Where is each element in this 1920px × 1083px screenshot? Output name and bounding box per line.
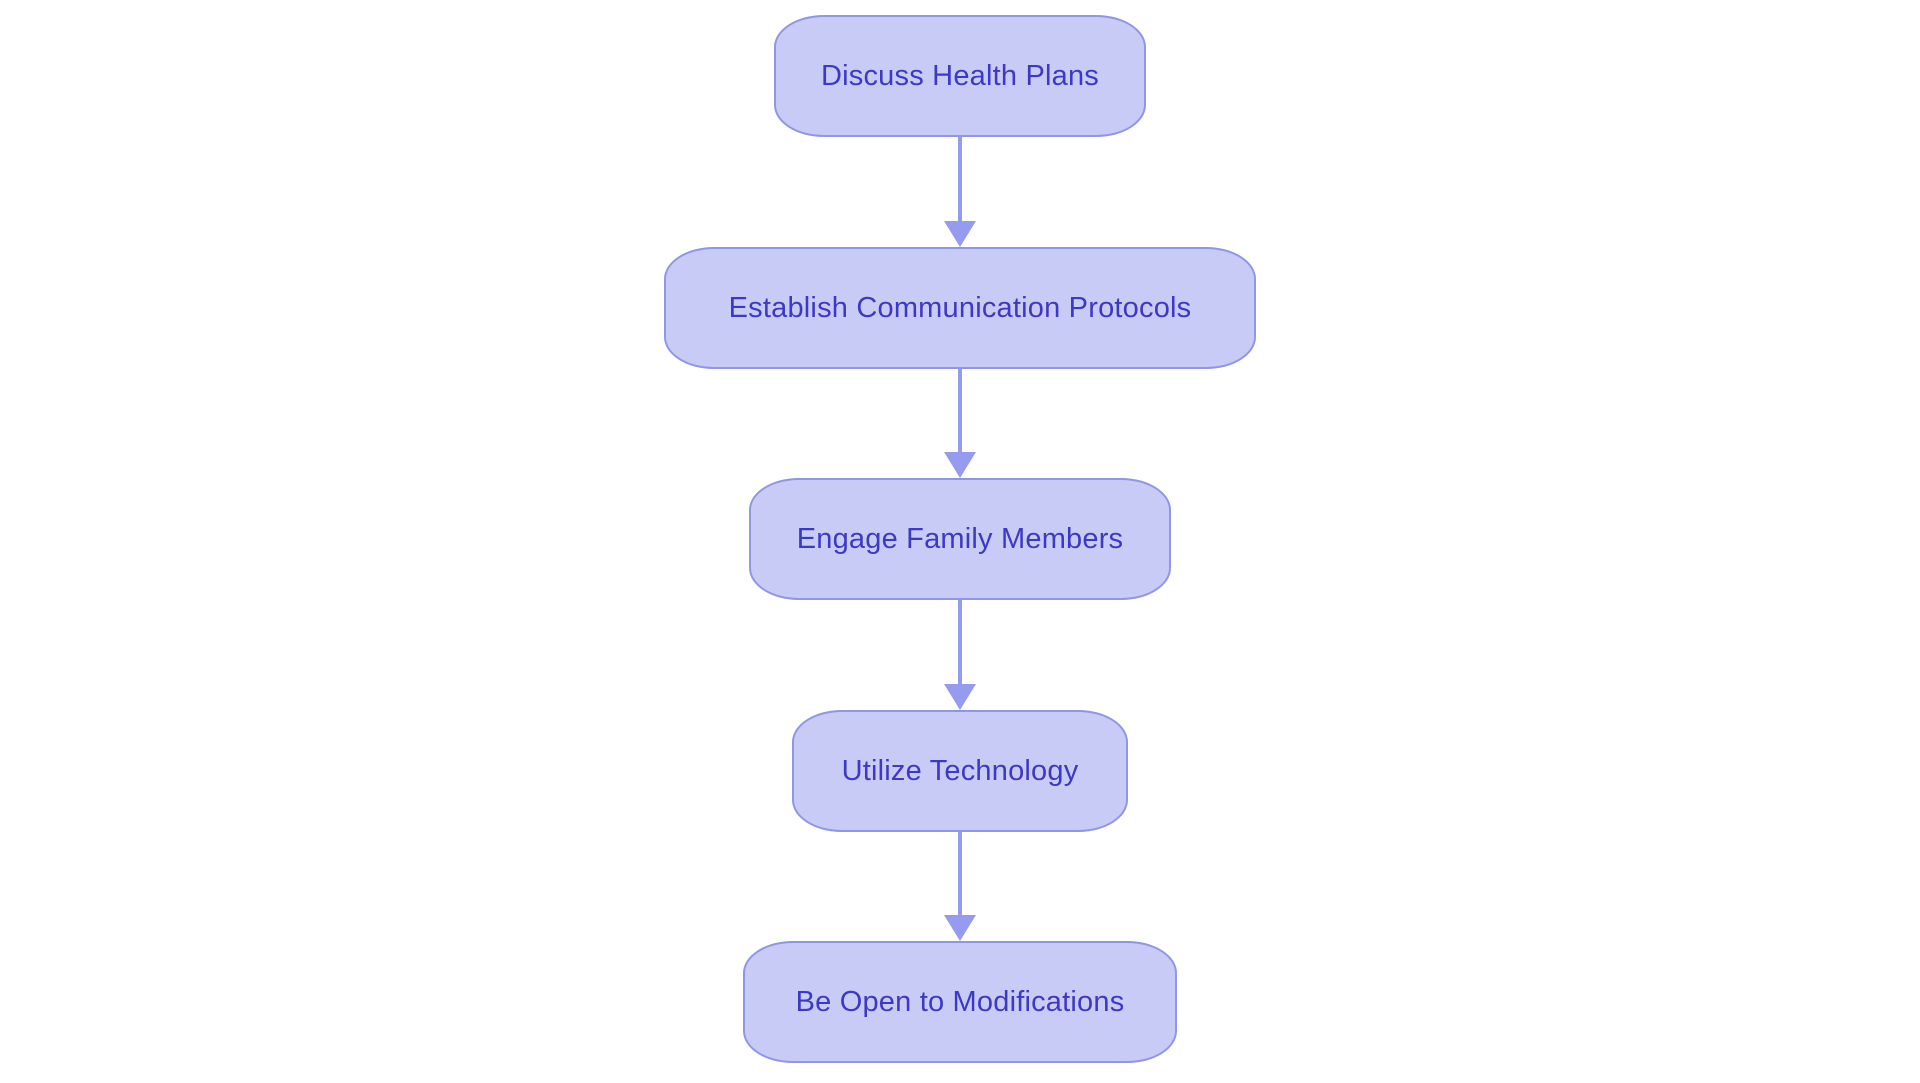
arrow-line xyxy=(958,137,962,221)
arrowhead-down-icon xyxy=(944,452,976,478)
arrowhead-down-icon xyxy=(944,684,976,710)
arrowhead-down-icon xyxy=(944,221,976,247)
arrow-line xyxy=(958,832,962,915)
flow-node-establish-communication-protocols: Establish Communication Protocols xyxy=(664,247,1256,369)
arrowhead-down-icon xyxy=(944,915,976,941)
flow-node-be-open-to-modifications: Be Open to Modifications xyxy=(743,941,1177,1063)
flow-node-engage-family-members: Engage Family Members xyxy=(749,478,1171,600)
flow-node-utilize-technology: Utilize Technology xyxy=(792,710,1128,832)
arrow-line xyxy=(958,369,962,452)
arrow-line xyxy=(958,600,962,684)
flow-node-discuss-health-plans: Discuss Health Plans xyxy=(774,15,1146,137)
